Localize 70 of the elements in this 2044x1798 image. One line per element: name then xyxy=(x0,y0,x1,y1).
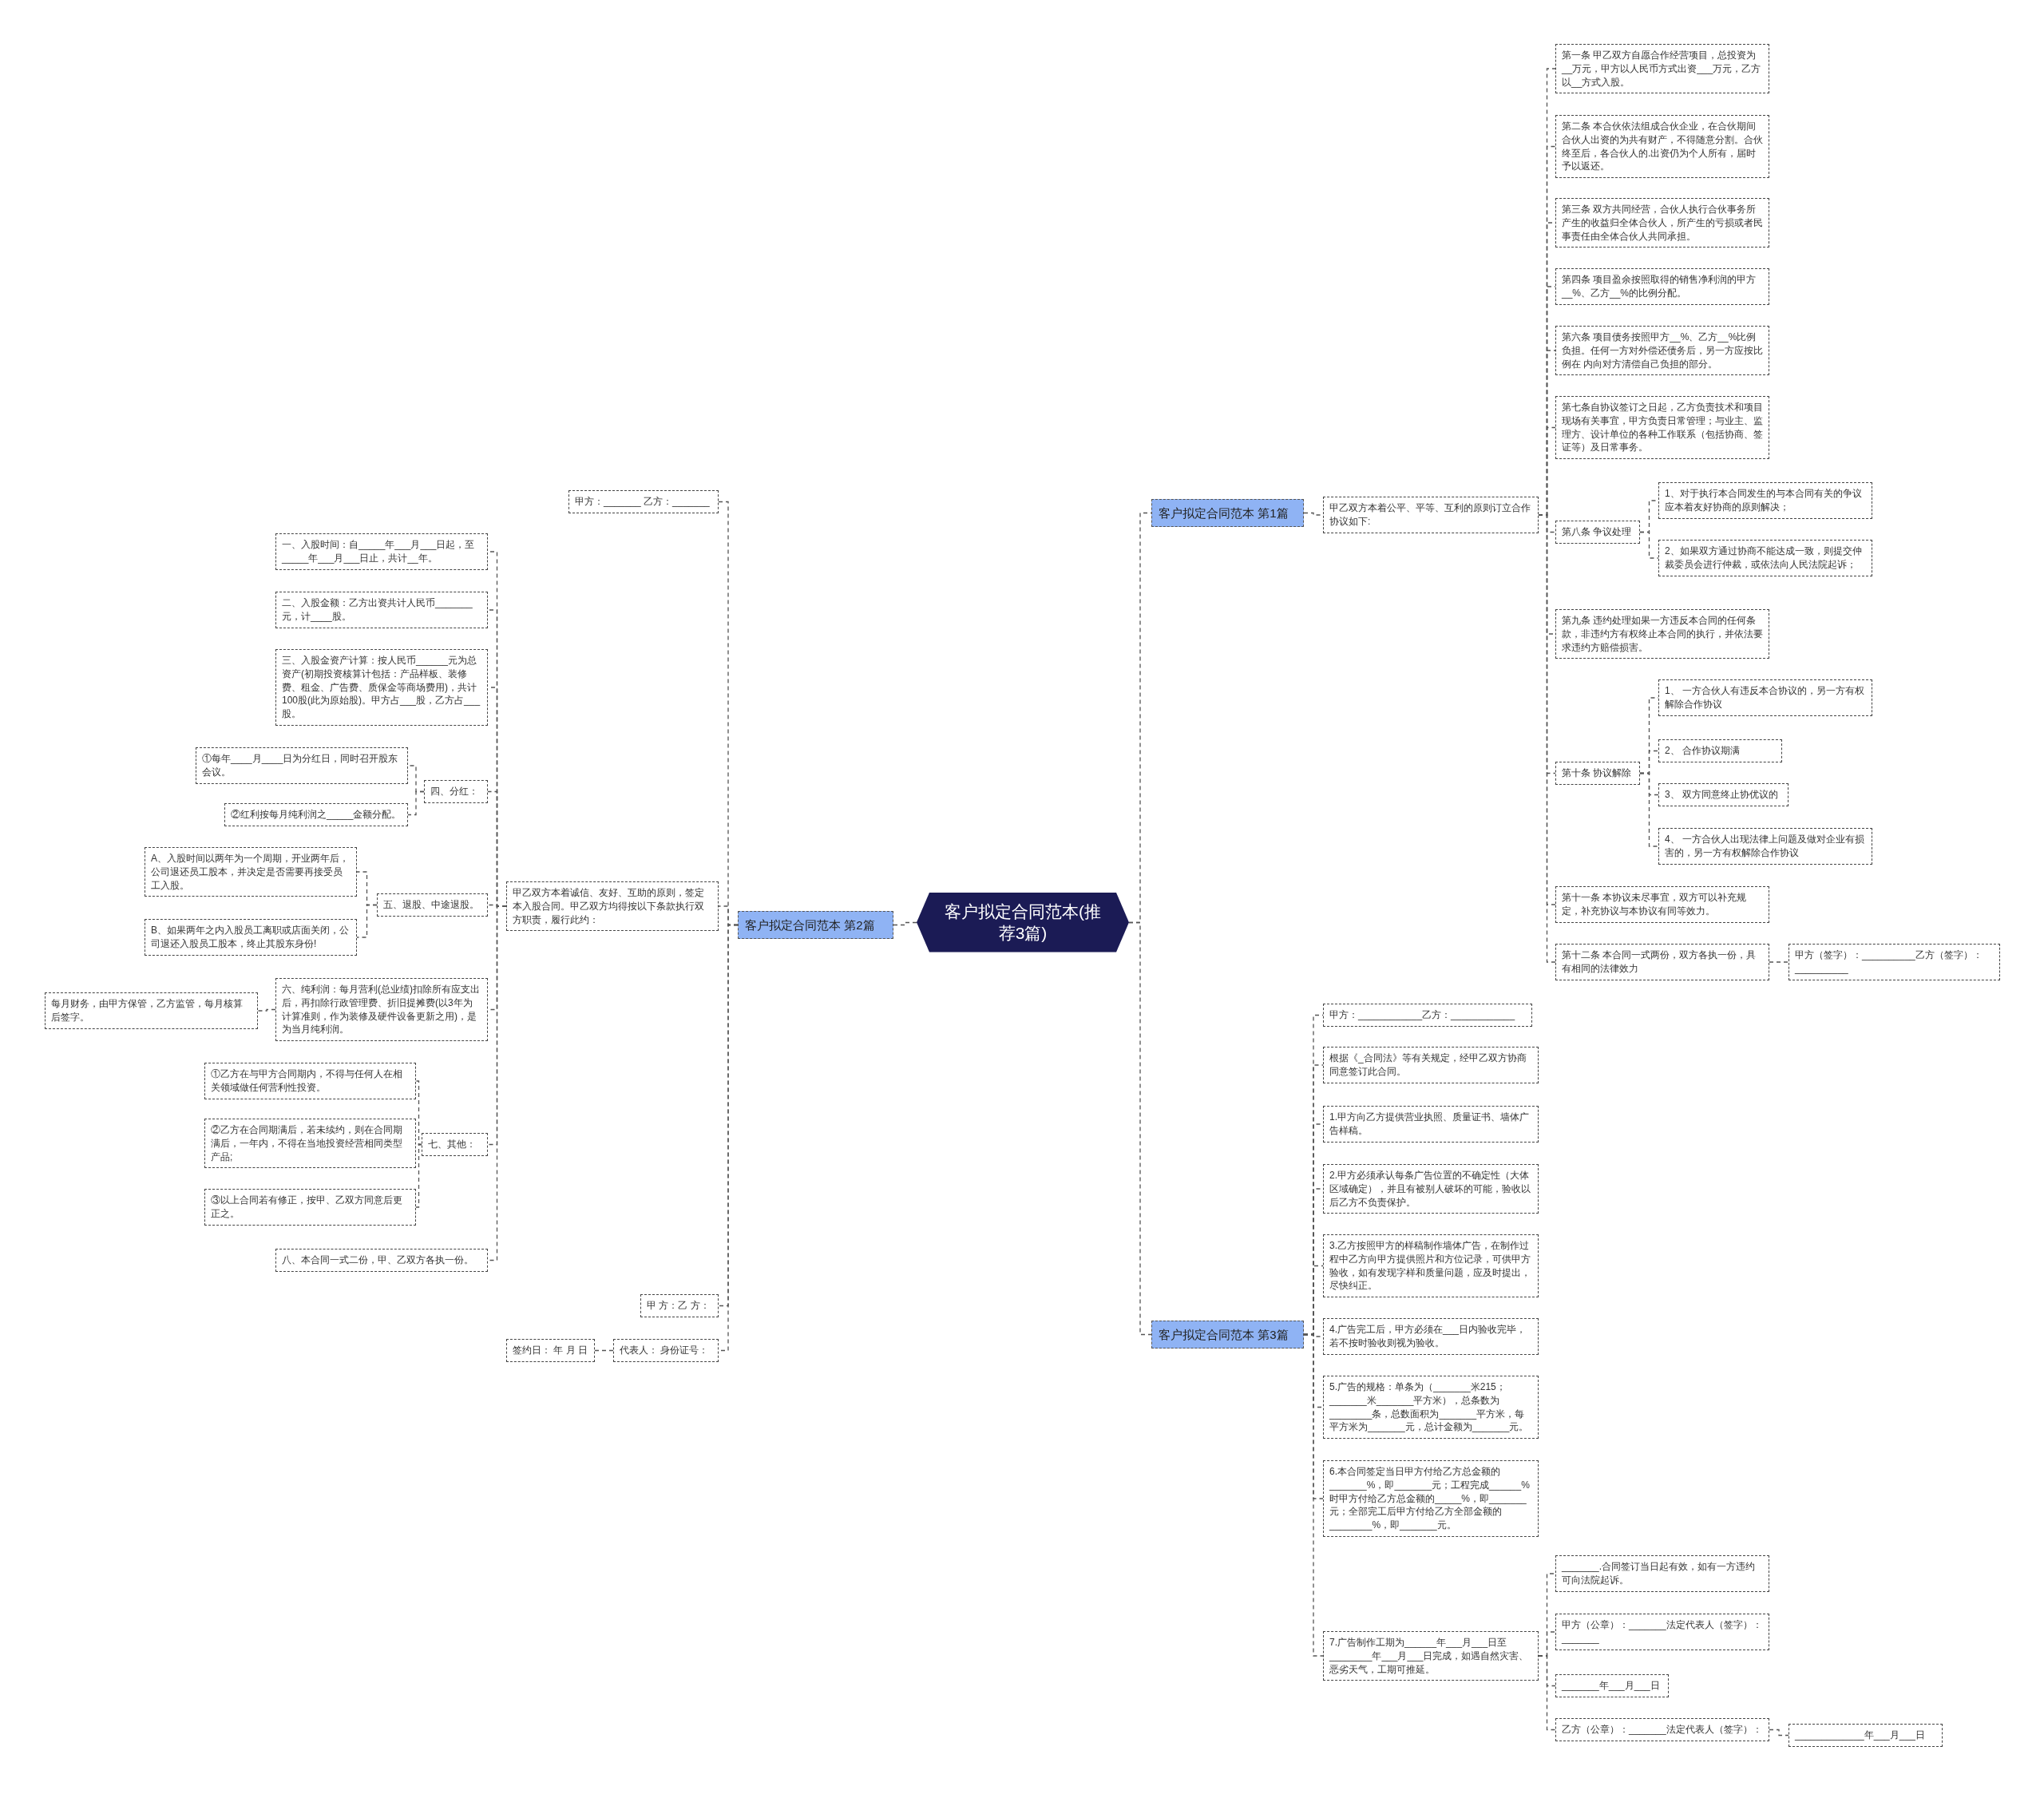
topic-box: 4、 一方合伙人出现法律上问题及做对企业有损害的，另一方有权解除合作协议 xyxy=(1658,828,1872,865)
topic-box: 甲乙双方本着公平、平等、互利的原则订立合作协议如下: xyxy=(1323,497,1539,533)
topic-box: B、如果两年之内入股员工离职或店面关闭，公司退还入股员工股本，终止其股东身份! xyxy=(145,919,357,956)
topic-box: 2.甲方必须承认每条广告位置的不确定性（大体区域确定），并且有被别人破坏的可能，验收以后乙方不负责保护。 xyxy=(1323,1164,1539,1214)
topic-box: 第九条 违约处理如果一方违反本合同的任何条款，非违约方有权终止本合同的执行，并依法要求违约方赔偿损害。 xyxy=(1555,609,1769,659)
topic-box: _______年___月___日 xyxy=(1555,1674,1669,1697)
topic-box: 甲乙双方本着诚信、友好、互助的原则，签定本入股合同。甲乙双方均得按以下条款执行双方职责，履行此约： xyxy=(506,881,719,932)
connector-line xyxy=(1538,1655,1556,1731)
topic-box: 2、如果双方通过协商不能达成一致，则提交仲裁委员会进行仲裁，或依法向人民法院起诉； xyxy=(1658,540,1872,576)
topic-box: 7.广告制作工期为______年___月___日至________年___月___日完成，如遇自然灾害、恶劣天气，工期可推延。 xyxy=(1323,1631,1539,1681)
topic-box: 六、纯利润：每月营利(总业绩)扣除所有应支出后，再扣除行政管理费、折旧提摊费(以3年为计算准则，作为装修及硬件设备更新之用)，是为当月纯利润。 xyxy=(275,978,488,1042)
connector-line xyxy=(1128,921,1152,1336)
branch-topic: 客户拟定合同范本 第1篇 xyxy=(1151,499,1304,527)
central-topic: 客户拟定合同范本(推荐3篇) xyxy=(917,893,1129,952)
connector-line xyxy=(1769,961,1789,963)
topic-box: 5.广告的规格：单条为（_______米215；_______米_______平方米），总条数为________条，总数面积为_______平方米，每平方米为_______元，总计金额为_______元。 xyxy=(1323,1376,1539,1440)
topic-box: 根据《_合同法》等有关规定，经甲乙双方协商同意签订此合同。 xyxy=(1323,1047,1539,1083)
topic-box: 甲方：_______ 乙方：_______ xyxy=(568,490,719,513)
topic-box: 1.甲方向乙方提供营业执照、质量证书、墙体广告样稿。 xyxy=(1323,1106,1539,1143)
topic-box: 第一条 甲乙双方自愿合作经营项目，总投资为__万元，甲方以人民币方式出资___万元，乙方以__方式入股。 xyxy=(1555,44,1769,94)
topic-box: 6.本合同签定当日甲方付给乙方总金额的_______%，即_______元；工程完成______%时甲方付给乙方总金额的_____%，即_______元；全部完工后甲方付给乙方全部金额的________%，即_______元。 xyxy=(1323,1460,1539,1537)
topic-box: ②红利按每月纯利润之_____金额分配。 xyxy=(224,803,408,826)
topic-box: 八、本合同一式二份，甲、乙双方各执一份。 xyxy=(275,1249,488,1272)
connector-line xyxy=(1639,531,1659,559)
connector-line xyxy=(1769,1729,1789,1737)
topic-box: 1、对于执行本合同发生的与本合同有关的争议应本着友好协商的原则解决； xyxy=(1658,482,1872,519)
connector-line xyxy=(1639,772,1659,847)
connector-line xyxy=(356,904,378,938)
topic-box: ①每年____月____日为分红日，同时召开股东会议。 xyxy=(196,747,408,784)
topic-box: 第十一条 本协议未尽事宜，双方可以补充规定，补充协议与本协议有同等效力。 xyxy=(1555,886,1769,923)
topic-box: 3.乙方按照甲方的样稿制作墙体广告，在制作过程中乙方向甲方提供照片和方位记录，可供甲方验收，如有发现字样和质量问题，应及时提出，尽快纠正。 xyxy=(1323,1234,1539,1298)
connector-line xyxy=(407,790,425,816)
connector-line xyxy=(594,1349,614,1352)
connector-line xyxy=(257,1008,276,1012)
topic-box: 第六条 项目债务按照甲方__%、乙方__%比例负担。任何一方对外偿还债务后，另一方应按比例在 内向对方清偿自己负担的部分。 xyxy=(1555,326,1769,376)
topic-box: A、入股时间以两年为一个周期，开业两年后，公司退还员工股本，并决定是否需要再接受员工入股。 xyxy=(145,847,357,897)
topic-box: 第三条 双方共同经营，合伙人执行合伙事务所产生的收益归全体合伙人，所产生的亏损或者民事责任由全体合伙人共同承担。 xyxy=(1555,198,1769,248)
topic-box: 乙方（公章）：_______法定代表人（签字）： xyxy=(1555,1718,1769,1741)
connector-line xyxy=(893,921,917,926)
topic-box: 七、其他： xyxy=(422,1133,488,1156)
topic-box: 甲方（签字）：__________乙方（签字）：__________ xyxy=(1788,944,2000,980)
topic-box: 四、分红： xyxy=(424,780,488,803)
topic-box: 代表人： 身份证号： xyxy=(613,1339,719,1362)
topic-box: 第十条 协议解除 xyxy=(1555,762,1640,785)
topic-box: 三、入股金资产计算：按人民币______元为总资产(初期投资核算计包括：产品样板、装修费、租金、广告费、质保金等商场费用)，共计100股(此为原始股)。甲方占___股，乙方占___股。 xyxy=(275,649,488,726)
topic-box: 一、入股时间：自_____年___月___日起，至_____年___月___日止，共计__年。 xyxy=(275,533,488,570)
topic-box: 二、入股金额：乙方出资共计人民币_______元，计____股。 xyxy=(275,592,488,628)
topic-box: 第七条自协议签订之日起，乙方负责技术和项目现场有关事宜，甲方负责日常管理；与业主、监理方、设计单位的各种工作联系（包括协商、签证等）及日常事务。 xyxy=(1555,396,1769,460)
topic-box: 甲方：____________乙方：____________ xyxy=(1323,1004,1532,1027)
topic-box: 1、 一方合伙人有违反本合协议的，另一方有权解除合作协议 xyxy=(1658,679,1872,716)
connector-line xyxy=(415,1143,422,1208)
topic-box: 4.广告完工后，甲方必须在___日内验收完毕，若不按时验收则视为验收。 xyxy=(1323,1318,1539,1355)
topic-box: ③以上合同若有修正，按甲、乙双方同意后更正之。 xyxy=(204,1189,416,1226)
topic-box: 每月财务，由甲方保管，乙方监管，每月核算后签字。 xyxy=(45,992,258,1029)
topic-box: ②乙方在合同期满后，若未续约，则在合同期满后，一年内，不得在当地投资经营相同类型产品; xyxy=(204,1119,416,1169)
branch-topic: 客户拟定合同范本 第2篇 xyxy=(738,911,893,939)
topic-box: 第四条 项目盈余按照取得的销售净利润的甲方__%、乙方__%的比例分配。 xyxy=(1555,268,1769,305)
topic-box: 第八条 争议处理 xyxy=(1555,521,1640,544)
topic-box: ①乙方在与甲方合同期内，不得与任何人在相关领域做任何营利性投资。 xyxy=(204,1063,416,1099)
topic-box: 五、退股、中途退股。 xyxy=(377,893,488,917)
topic-box: _____________年___月___日 xyxy=(1788,1724,1943,1747)
topic-box: 第二条 本合伙依法组成合伙企业，在合伙期间合伙人出资的为共有财产，不得随意分割。合伙终至后，各合伙人的.出资仍为个人所有，届时予以返还。 xyxy=(1555,115,1769,179)
topic-box: 第十二条 本合同一式两份，双方各执一份，具有相同的法律效力 xyxy=(1555,944,1769,980)
topic-box: 3、 双方同意终止协优议的 xyxy=(1658,783,1788,806)
topic-box: 2、 合作协议期满 xyxy=(1658,739,1782,762)
topic-box: 甲方（公章）：_______法定代表人（签字）：_______ xyxy=(1555,1614,1769,1650)
branch-topic: 客户拟定合同范本 第3篇 xyxy=(1151,1321,1304,1348)
topic-box: 甲 方：乙 方： xyxy=(640,1294,719,1317)
topic-box: _______.合同签订当日起有效，如有一方违约可向法院起诉。 xyxy=(1555,1555,1769,1592)
topic-box: 签约日： 年 月 日 xyxy=(506,1339,595,1362)
